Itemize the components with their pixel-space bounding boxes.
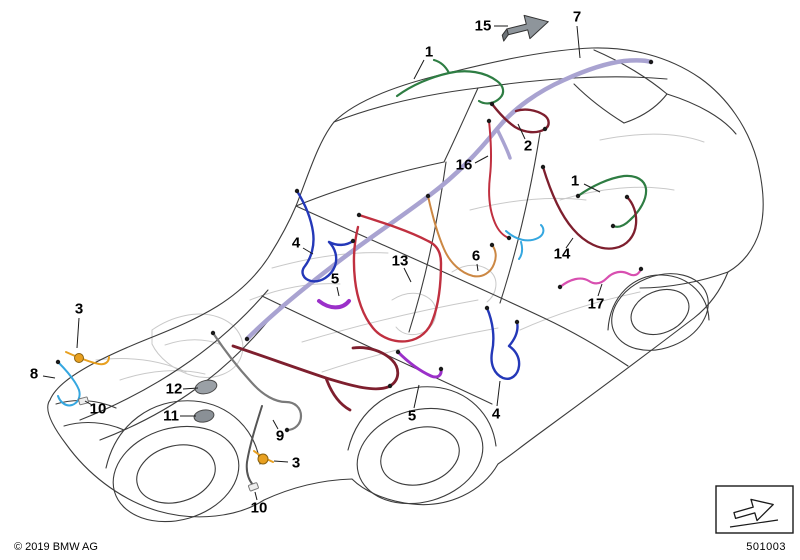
part-11-blob[interactable] [193, 408, 215, 423]
wheels [112, 273, 709, 523]
leader-lines [42, 25, 603, 501]
callout-4-front[interactable]: 4 [291, 234, 301, 252]
callout-8[interactable]: 8 [29, 365, 39, 383]
callout-12[interactable]: 12 [165, 380, 183, 398]
callout-17[interactable]: 17 [587, 295, 605, 313]
grommet-3-upper[interactable] [74, 353, 84, 363]
copyright-text: © 2019 BMW AG [14, 541, 98, 553]
legend-arrow-icon [733, 498, 774, 522]
harness-magenta-17[interactable] [558, 267, 643, 289]
callout-10-lower[interactable]: 10 [250, 499, 268, 517]
harness-blue-front-door[interactable] [295, 189, 355, 283]
harness-cyan-middle[interactable] [505, 224, 545, 260]
callout-5-lower[interactable]: 5 [407, 407, 417, 425]
car-body-outline [47, 47, 764, 518]
harness-darkred-floor[interactable] [231, 344, 400, 412]
connector-dots [55, 59, 654, 433]
callout-11[interactable]: 11 [163, 407, 179, 425]
callout-2[interactable]: 2 [523, 137, 533, 155]
harness-blue-rear-door[interactable] [485, 306, 521, 380]
callout-4-rear[interactable]: 4 [491, 405, 501, 423]
callout-9[interactable]: 9 [275, 427, 285, 445]
callout-15[interactable]: 15 [474, 17, 492, 35]
part-12-blob[interactable] [194, 378, 218, 396]
callout-16[interactable]: 16 [455, 156, 473, 174]
callout-1-top[interactable]: 1 [424, 43, 434, 61]
harness-darkgray-9-drop[interactable] [245, 405, 263, 486]
harness-cyan-8[interactable] [57, 361, 81, 407]
callout-3-left[interactable]: 3 [74, 300, 84, 318]
callout-6[interactable]: 6 [471, 247, 481, 265]
connector-10-lower[interactable] [247, 482, 259, 492]
harness-green-rear[interactable] [576, 174, 648, 228]
diagram-number: 501003 [746, 541, 786, 553]
wiring-harnesses [57, 58, 654, 486]
harness-gray-9[interactable] [211, 331, 303, 432]
callout-1-rear[interactable]: 1 [570, 172, 580, 190]
callout-7[interactable]: 7 [572, 8, 582, 26]
harness-red-16[interactable] [488, 120, 510, 239]
grommet-3-lower[interactable] [257, 453, 269, 465]
callout-13[interactable]: 13 [391, 252, 409, 270]
callout-10-left[interactable]: 10 [89, 400, 107, 418]
harness-magenta-5-upper[interactable] [317, 299, 351, 310]
direction-arrow-icon [501, 14, 549, 42]
harness-main-roof[interactable] [244, 58, 654, 342]
harness-red-13[interactable] [352, 213, 443, 343]
rear-right-wheel [611, 273, 709, 351]
callout-3-lower[interactable]: 3 [291, 454, 301, 472]
connector-10-upper[interactable] [78, 396, 89, 406]
callout-5-upper[interactable]: 5 [330, 270, 340, 288]
harness-darkred-14[interactable] [541, 165, 638, 250]
harness-orange-6[interactable] [427, 195, 497, 278]
harness-green-front[interactable] [395, 58, 505, 105]
callout-14[interactable]: 14 [553, 245, 571, 263]
legend-box [715, 485, 794, 534]
front-wheel [112, 425, 240, 523]
harness-main-roof-branch[interactable] [495, 127, 512, 160]
harness-amber-3-upper[interactable] [65, 351, 110, 366]
harness-parts [74, 353, 269, 492]
rear-left-wheel [356, 407, 484, 505]
harness-violet-5-lower[interactable] [396, 350, 443, 379]
car-silhouette [47, 47, 764, 518]
